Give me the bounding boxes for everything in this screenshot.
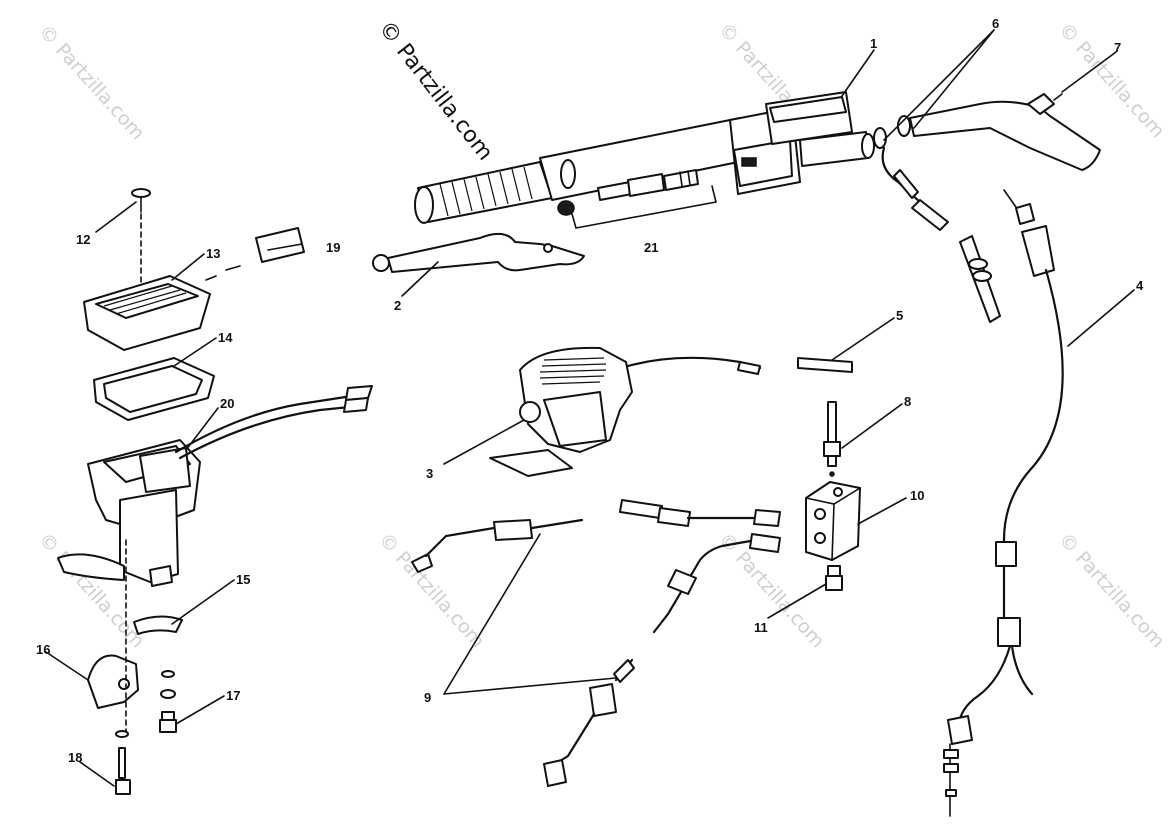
callout-13: 13 <box>206 246 220 261</box>
part-3-throttle-housing[interactable] <box>489 346 762 477</box>
callout-21: 21 <box>644 240 658 255</box>
left-master-cylinder-assembly[interactable] <box>57 188 373 795</box>
part-21-piston-kit[interactable] <box>557 169 717 229</box>
callout-4: 4 <box>1136 278 1144 293</box>
callout-2: 2 <box>394 298 401 313</box>
callout-14: 14 <box>218 330 233 345</box>
part-5-hose[interactable] <box>797 357 853 373</box>
callout-10: 10 <box>910 488 924 503</box>
callout-6: 6 <box>992 16 999 31</box>
callout-12: 12 <box>76 232 90 247</box>
part-11-bolt[interactable] <box>825 565 843 591</box>
callout-3: 3 <box>426 466 433 481</box>
part-1-master-cylinder-assembly[interactable] <box>414 91 875 224</box>
callout-labels: 1 2 3 4 5 6 7 8 9 10 11 12 13 14 15 16 1… <box>36 16 1144 765</box>
callout-7: 7 <box>1114 40 1121 55</box>
part-4-throttle-cable[interactable] <box>943 189 1064 817</box>
leader-lines <box>45 29 1135 787</box>
watermark-main: © Partzilla.com <box>373 16 497 165</box>
callout-1: 1 <box>870 36 877 51</box>
callout-11: 11 <box>754 620 768 635</box>
callout-17: 17 <box>226 688 240 703</box>
watermark-faint: © Partzilla.com <box>1054 19 1168 143</box>
callout-16: 16 <box>36 642 50 657</box>
part-9-brake-lines[interactable] <box>411 518 635 787</box>
watermark-faint: © Partzilla.com <box>1054 529 1168 653</box>
callout-15: 15 <box>236 572 250 587</box>
brake-lines <box>619 499 781 634</box>
part-2-brake-lever[interactable] <box>372 232 585 273</box>
hose-piece <box>959 235 1001 323</box>
part-10-brake-junction-block[interactable] <box>805 481 861 561</box>
callout-18: 18 <box>68 750 82 765</box>
part-6-hose-fittings[interactable] <box>873 115 949 231</box>
part-7-throttle-lever[interactable] <box>909 93 1101 171</box>
callout-8: 8 <box>904 394 911 409</box>
watermark-faint: © Partzilla.com <box>34 21 148 145</box>
watermark-faint: © Partzilla.com <box>374 529 488 653</box>
callout-9: 9 <box>424 690 431 705</box>
part-8-fitting[interactable] <box>823 401 841 477</box>
callout-5: 5 <box>896 308 903 323</box>
callout-20: 20 <box>220 396 234 411</box>
part-19-label[interactable] <box>255 227 305 263</box>
callout-19: 19 <box>326 240 340 255</box>
